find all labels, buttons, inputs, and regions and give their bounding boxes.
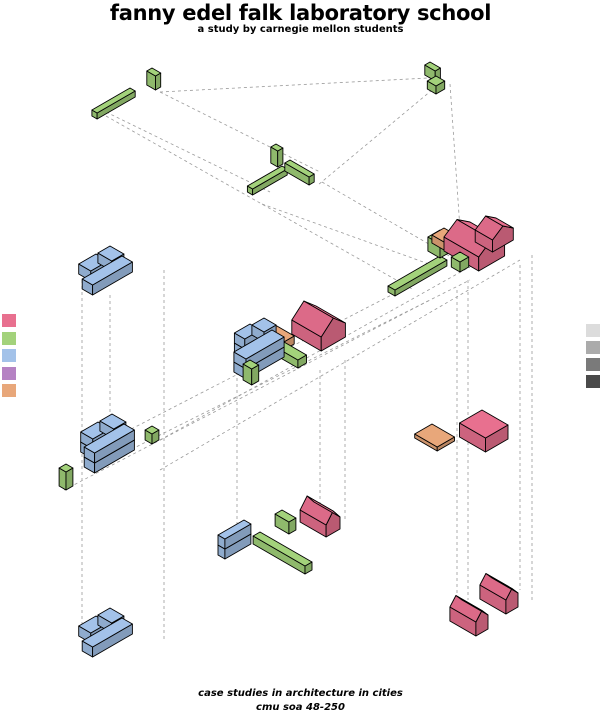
house-roof-back [485,573,519,594]
legend-left-swatch-4 [2,366,16,380]
volume-face-top [424,61,441,72]
house-roof-back [306,495,341,518]
legend-right-swatch-2 [586,341,600,354]
house-roof-back [485,215,514,229]
page-title: fanny edel falk laboratory school [109,1,492,25]
volume-face-top [81,255,133,286]
volume-face-top [426,75,446,87]
volume-face-top [99,413,127,430]
house-roof-back [303,300,346,324]
volume-face-top [450,251,470,263]
volume-face-top [97,245,125,262]
volume-face-top [459,409,509,439]
legend-left-swatch-5 [2,384,16,397]
volume-face-top [83,423,135,454]
volume-face-top [387,255,448,291]
volume-face-top [414,423,455,448]
legend-left-swatch-1 [2,314,16,327]
volume-face-top [146,67,162,77]
volume-face-top [251,317,277,333]
footer-course-code: cmu soa 48-250 [256,702,345,713]
legend-left-swatch-3 [2,349,16,362]
volume-face-top [58,463,74,473]
legend-right-swatch-3 [586,358,600,371]
volume-face-top [81,617,133,648]
volume-face-top [270,143,284,152]
volume-face-top [233,329,285,360]
legend-left-swatch-2 [2,331,16,345]
legend-right-swatch-4 [586,375,600,388]
page-subtitle: a study by carnegie mellon students [197,24,404,35]
volume-face-top [217,519,252,540]
volume-face-top [242,359,260,370]
volume-face-top [274,509,297,523]
volume-face-top [97,607,125,624]
house-roof-back [455,595,489,616]
volume-face-top [284,159,315,178]
building-volumes [58,61,519,658]
volume-face-top [91,87,136,114]
legend-right-swatch-1 [586,324,600,337]
volume-face-top [252,531,313,567]
footer-course-title: case studies in architecture in cities [198,688,403,699]
volume-face-top [144,425,160,435]
